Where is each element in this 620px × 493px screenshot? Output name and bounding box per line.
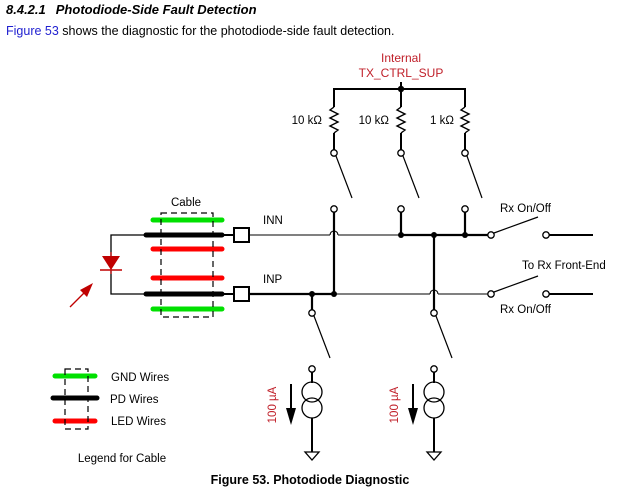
- resistor-2-label: 10 kΩ: [359, 115, 390, 127]
- light-arrow-icon: [69, 283, 93, 308]
- inn-junction-dot-3: [462, 232, 468, 238]
- current-source-1-icon: [301, 381, 323, 403]
- cable-outline: [160, 212, 214, 318]
- rx-switch-top-label: Rx On/Off: [500, 203, 552, 215]
- photodiode-leads: [110, 234, 146, 295]
- current-source-switch-2[interactable]: [430, 309, 453, 373]
- switch-contact-1: [330, 205, 338, 213]
- section-number: 8.4.2.1: [6, 2, 46, 17]
- legend-cable-outline: [64, 368, 89, 430]
- ground-icon-2: [425, 451, 443, 461]
- current-source-switch-1[interactable]: [308, 309, 331, 373]
- legend-gnd-label: GND Wires: [111, 372, 169, 384]
- current-source-1: [286, 372, 323, 461]
- inn-label: INN: [263, 215, 283, 227]
- current-source-2-label: 100 µA: [389, 386, 401, 423]
- cable-legend: GND Wires PD Wires LED Wires Legend for …: [50, 368, 169, 465]
- rx-switch-bottom-label: Rx On/Off: [500, 304, 552, 316]
- section-title: Photodiode-Side Fault Detection: [55, 2, 257, 17]
- rx-front-end-label: To Rx Front-End: [522, 260, 606, 272]
- current-arrow-icon-2: [408, 408, 418, 425]
- inn-connector: [233, 227, 250, 243]
- figure-link[interactable]: Figure 53: [6, 24, 59, 38]
- legend-title: Legend for Cable: [78, 453, 166, 465]
- section-heading: 8.4.2.1 Photodiode-Side Fault Detection: [6, 2, 257, 17]
- switch-blade-1[interactable]: [335, 155, 353, 199]
- legend-led-label: LED Wires: [111, 416, 166, 428]
- resistor-2: [395, 106, 407, 157]
- inp-junction-dot-2: [331, 291, 337, 297]
- cable: [143, 217, 225, 312]
- switch-blade-2[interactable]: [402, 155, 420, 199]
- inn-junction-dot-1: [398, 232, 404, 238]
- ground-icon-1: [303, 451, 321, 461]
- legend-pd-label: PD Wires: [110, 394, 159, 406]
- current-source-1-label: 100 µA: [267, 386, 279, 423]
- inp-label: INP: [263, 274, 283, 286]
- resistor-1: [328, 106, 340, 157]
- resistor-3: [459, 106, 471, 157]
- rx-switch-bottom[interactable]: [487, 275, 593, 298]
- supply-junction-dot: [397, 85, 405, 93]
- cable-label: Cable: [171, 197, 201, 209]
- rx-switch-top[interactable]: [487, 216, 593, 239]
- inp-connector: [233, 286, 250, 302]
- photodiode-icon: [100, 252, 122, 274]
- inp-net: [249, 212, 488, 310]
- resistor-3-label: 1 kΩ: [430, 115, 454, 127]
- inn-junction-dot-2: [431, 232, 437, 238]
- figure-caption: Figure 53. Photodiode Diagnostic: [210, 473, 410, 487]
- inn-net: [249, 212, 488, 290]
- intro-paragraph: Figure 53 shows the diagnostic for the p…: [6, 24, 394, 38]
- intro-text: shows the diagnostic for the photodiode-…: [58, 24, 395, 38]
- switch-contact-2: [397, 205, 405, 213]
- current-source-2-icon: [423, 381, 445, 403]
- current-source-2: [408, 372, 445, 461]
- resistor-1-label: 10 kΩ: [292, 115, 323, 127]
- inp-junction-dot-1: [309, 291, 315, 297]
- switch-contact-3: [461, 205, 469, 213]
- current-arrow-icon-1: [286, 408, 296, 425]
- supply-label-internal: Internal: [381, 51, 421, 65]
- supply-rail: [333, 82, 466, 107]
- supply-label-tx-ctrl-sup: TX_CTRL_SUP: [359, 66, 444, 80]
- switch-blade-3[interactable]: [466, 155, 483, 199]
